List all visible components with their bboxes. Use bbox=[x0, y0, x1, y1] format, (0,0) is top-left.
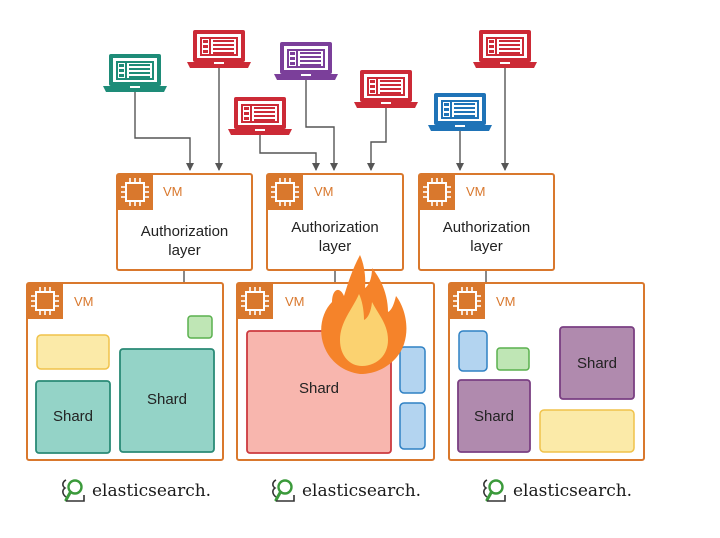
vm-label: VM bbox=[466, 184, 486, 199]
arrow-teal-laptop bbox=[134, 92, 194, 171]
brand-text: elasticsearch. bbox=[302, 481, 421, 501]
chip-icon bbox=[26, 282, 64, 320]
auth-label-line2: layer bbox=[319, 238, 352, 255]
elasticsearch-cluster-3[interactable]: VM Shard Shard bbox=[448, 282, 645, 461]
auth-label-line2: layer bbox=[168, 242, 201, 259]
laptop-icon[interactable] bbox=[186, 29, 252, 69]
yellow-block bbox=[539, 409, 635, 453]
auth-label-line1: Authorization bbox=[443, 219, 531, 236]
laptop-icon[interactable] bbox=[472, 29, 538, 69]
arrow-red-laptop-3 bbox=[367, 108, 387, 171]
brand-label-1: elasticsearch. bbox=[61, 478, 211, 503]
auth-label-line1: Authorization bbox=[291, 219, 379, 236]
auth-label-line1: Authorization bbox=[141, 223, 229, 240]
chip-icon bbox=[266, 173, 304, 211]
vm-label: VM bbox=[314, 184, 334, 199]
arrow-purple-laptop bbox=[305, 80, 338, 171]
yellow-block bbox=[36, 334, 110, 370]
brand-text: elasticsearch. bbox=[92, 481, 211, 501]
shard-label: Shard bbox=[577, 355, 617, 372]
shard-label: Shard bbox=[53, 408, 93, 425]
elasticsearch-logo-icon bbox=[61, 478, 86, 503]
laptop-icon[interactable] bbox=[102, 53, 168, 93]
elasticsearch-logo-icon bbox=[482, 478, 507, 503]
connectors bbox=[134, 68, 509, 283]
shard-label: Shard bbox=[474, 408, 514, 425]
auth-node-2[interactable]: VM Authorization layer bbox=[266, 173, 404, 271]
chip-icon bbox=[448, 282, 486, 320]
laptop-icon[interactable] bbox=[227, 96, 293, 136]
brand-label-2: elasticsearch. bbox=[271, 478, 421, 503]
vm-label: VM bbox=[163, 184, 183, 199]
shard-block[interactable] bbox=[457, 379, 531, 453]
blue-block bbox=[399, 346, 426, 394]
vm-label: VM bbox=[74, 294, 94, 309]
shard-label: Shard bbox=[147, 391, 187, 408]
laptop-icon[interactable] bbox=[273, 41, 339, 81]
auth-node-1[interactable]: VM Authorization layer bbox=[116, 173, 253, 271]
auth-node-3[interactable]: VM Authorization layer bbox=[418, 173, 555, 271]
shard-label: Shard bbox=[299, 380, 339, 397]
brand-text: elasticsearch. bbox=[513, 481, 632, 501]
brand-label-3: elasticsearch. bbox=[482, 478, 632, 503]
shard-block[interactable] bbox=[559, 326, 635, 400]
chip-icon bbox=[116, 173, 154, 211]
shard-block[interactable] bbox=[119, 348, 215, 453]
vm-label: VM bbox=[285, 294, 305, 309]
shard-block[interactable] bbox=[35, 380, 111, 454]
blue-block bbox=[458, 330, 488, 372]
green-block bbox=[187, 315, 213, 339]
fire-icon bbox=[321, 255, 407, 374]
blue-block bbox=[399, 402, 426, 450]
elasticsearch-logo-icon bbox=[271, 478, 296, 503]
auth-label-line2: layer bbox=[470, 238, 503, 255]
laptop-icon[interactable] bbox=[427, 92, 493, 132]
arrow-red-laptop-2 bbox=[259, 135, 320, 171]
chip-icon bbox=[418, 173, 456, 211]
chip-icon bbox=[236, 282, 274, 320]
laptop-icon[interactable] bbox=[353, 69, 419, 109]
elasticsearch-cluster-1[interactable]: VM Shard Shard bbox=[26, 282, 224, 461]
green-block bbox=[496, 347, 530, 371]
vm-label: VM bbox=[496, 294, 516, 309]
